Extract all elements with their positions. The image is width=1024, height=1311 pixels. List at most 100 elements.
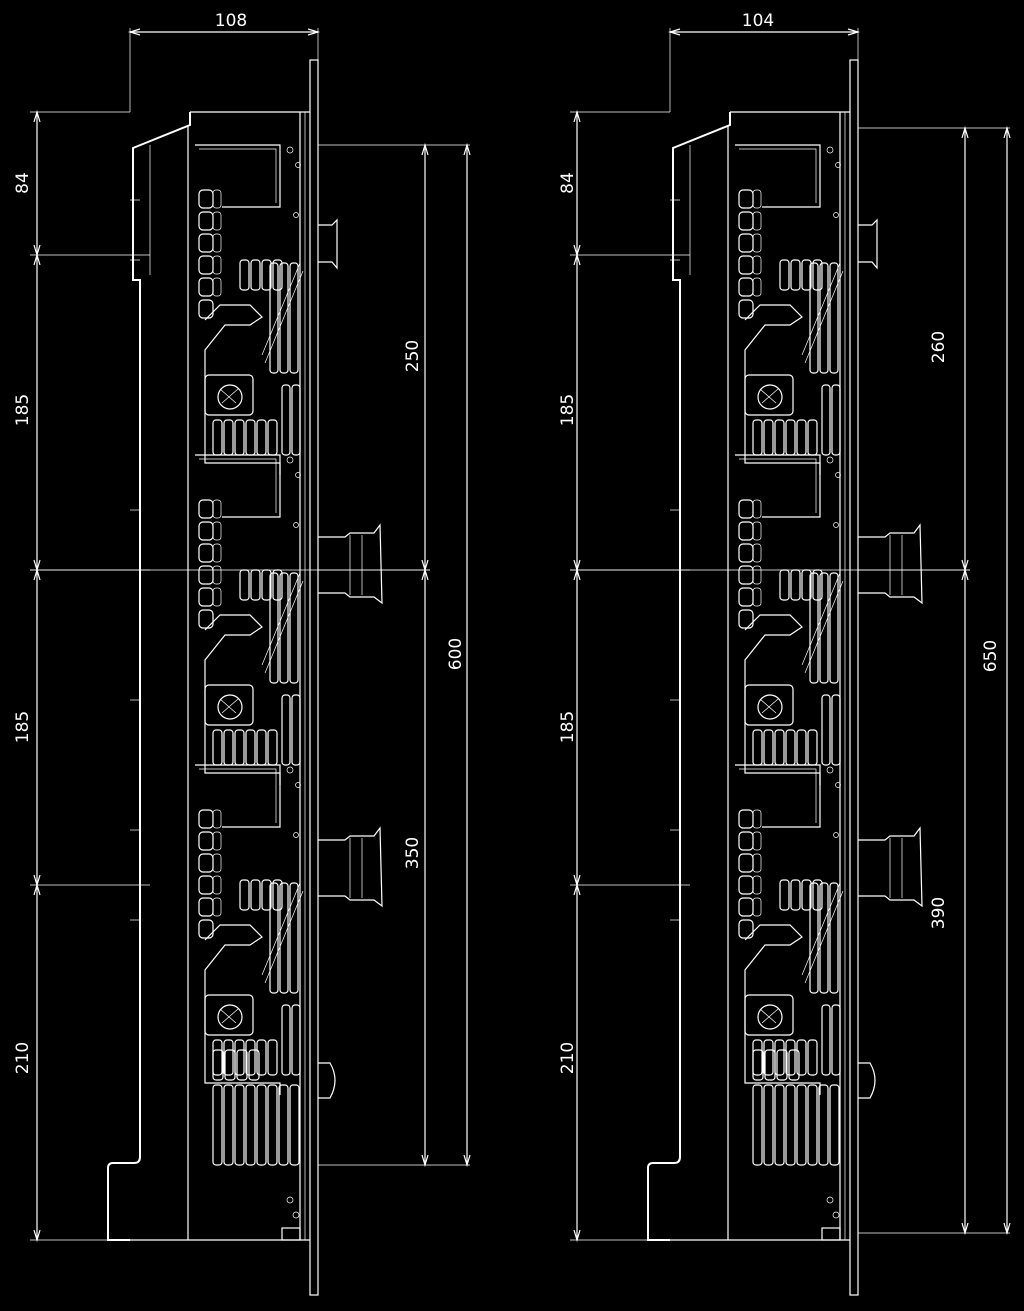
cooling-slot-inner bbox=[212, 831, 222, 851]
lower-slot bbox=[267, 419, 278, 456]
mounting-plate bbox=[309, 59, 319, 1296]
lower-slot bbox=[785, 419, 796, 456]
height-dim-210-left: 210 bbox=[13, 1042, 33, 1074]
tall-slot bbox=[269, 572, 279, 684]
mount-hole bbox=[826, 1196, 834, 1204]
bottom-long-slot bbox=[223, 1084, 234, 1166]
mount-hole bbox=[286, 1196, 294, 1204]
mount-hole bbox=[293, 832, 299, 838]
side-slot bbox=[831, 694, 841, 766]
fuse-bracket bbox=[744, 924, 821, 1095]
upper-slot bbox=[801, 879, 812, 911]
cooling-slot bbox=[738, 587, 754, 607]
cooling-slot bbox=[738, 609, 754, 629]
arrow-head bbox=[33, 109, 41, 123]
cooling-slot bbox=[198, 853, 214, 873]
height-dim-185b-right: 185 bbox=[558, 711, 578, 743]
arc-chamber-vane bbox=[219, 1008, 239, 1024]
bottom-long-slot bbox=[807, 1084, 818, 1166]
arc-chamber-vane bbox=[759, 388, 779, 404]
cooling-slot bbox=[198, 277, 214, 297]
tall-slot bbox=[279, 882, 289, 994]
cooling-slot-inner bbox=[752, 499, 762, 519]
lower-slot bbox=[223, 729, 234, 766]
arc-chamber-ring bbox=[757, 384, 783, 410]
cooling-slot bbox=[198, 831, 214, 851]
arc-chamber bbox=[204, 374, 254, 416]
lower-slot bbox=[796, 1039, 807, 1076]
mount-hole bbox=[295, 782, 301, 788]
cooling-slot bbox=[738, 189, 754, 209]
cooling-slot-inner bbox=[212, 255, 222, 275]
cooling-slot bbox=[738, 897, 754, 917]
cooling-slot bbox=[738, 809, 754, 829]
contact-frame-inner bbox=[739, 768, 817, 823]
lower-slot bbox=[752, 729, 763, 766]
height-dim-inner-top-left: 250 bbox=[403, 340, 423, 372]
cooling-slot bbox=[738, 499, 754, 519]
upper-slot bbox=[250, 879, 261, 911]
lower-slot bbox=[807, 729, 818, 766]
mount-hole bbox=[832, 1211, 840, 1219]
cooling-slot bbox=[198, 609, 214, 629]
lower-slot bbox=[212, 419, 223, 456]
arrow-head bbox=[307, 28, 321, 36]
arc-chamber-vane bbox=[219, 388, 239, 404]
upper-slot bbox=[790, 879, 801, 911]
housing-outer-profile bbox=[107, 112, 191, 1241]
lower-slot bbox=[763, 1039, 774, 1076]
cooling-slot bbox=[738, 875, 754, 895]
cooling-slot bbox=[738, 233, 754, 253]
lower-slot bbox=[796, 419, 807, 456]
diagonal-contact bbox=[804, 270, 844, 364]
diagonal-contact bbox=[261, 572, 301, 666]
mount-hole bbox=[295, 472, 301, 478]
lower-slot bbox=[774, 729, 785, 766]
contact-frame-inner bbox=[199, 768, 277, 823]
cooling-slot bbox=[738, 299, 754, 319]
diagonal-contact bbox=[801, 572, 841, 666]
height-dim-inner-bottom-left: 350 bbox=[403, 837, 423, 869]
tall-slot bbox=[809, 882, 819, 994]
upper-slot bbox=[790, 569, 801, 601]
cooling-slot-inner bbox=[752, 543, 762, 563]
lower-slot bbox=[234, 1039, 245, 1076]
height-dim-185a-left: 185 bbox=[13, 394, 33, 426]
arrow-head bbox=[127, 28, 141, 36]
lower-slot bbox=[223, 419, 234, 456]
bottom-slot bbox=[212, 1049, 224, 1081]
lower-slot bbox=[267, 1039, 278, 1076]
cooling-slot bbox=[198, 809, 214, 829]
cooling-slot-inner bbox=[752, 565, 762, 585]
upper-slot bbox=[261, 259, 272, 291]
mount-hole bbox=[835, 472, 841, 478]
side-slot bbox=[821, 694, 831, 766]
height-dim-outer-left: 600 bbox=[446, 638, 466, 670]
arrow-head bbox=[847, 28, 861, 36]
arc-chamber bbox=[204, 994, 254, 1036]
bottom-long-slot bbox=[774, 1084, 785, 1166]
cooling-slot-inner bbox=[212, 897, 222, 917]
arc-chamber bbox=[744, 994, 794, 1036]
arrow-head bbox=[573, 109, 581, 123]
diagonal-contact bbox=[261, 882, 301, 976]
fuse-bracket bbox=[204, 304, 281, 475]
upper-slot bbox=[239, 259, 250, 291]
diagonal-contact bbox=[264, 890, 304, 984]
cooling-slot bbox=[198, 875, 214, 895]
contact-frame-inner bbox=[739, 148, 817, 203]
bottom-slot bbox=[752, 1049, 764, 1081]
arc-chamber-ring bbox=[217, 694, 243, 720]
diagonal-contact bbox=[264, 270, 304, 364]
arc-chamber-ring bbox=[757, 1004, 783, 1030]
bottom-slot bbox=[776, 1049, 788, 1081]
cooling-slot bbox=[198, 919, 214, 939]
cooling-slot-inner bbox=[212, 565, 222, 585]
bottom-long-slot bbox=[234, 1084, 245, 1166]
height-dim-outer-right: 650 bbox=[981, 640, 1001, 672]
tall-slot bbox=[829, 262, 839, 374]
cooling-slot-inner bbox=[212, 521, 222, 541]
bottom-long-slot bbox=[245, 1084, 256, 1166]
cooling-slot bbox=[198, 897, 214, 917]
upper-slot bbox=[801, 259, 812, 291]
